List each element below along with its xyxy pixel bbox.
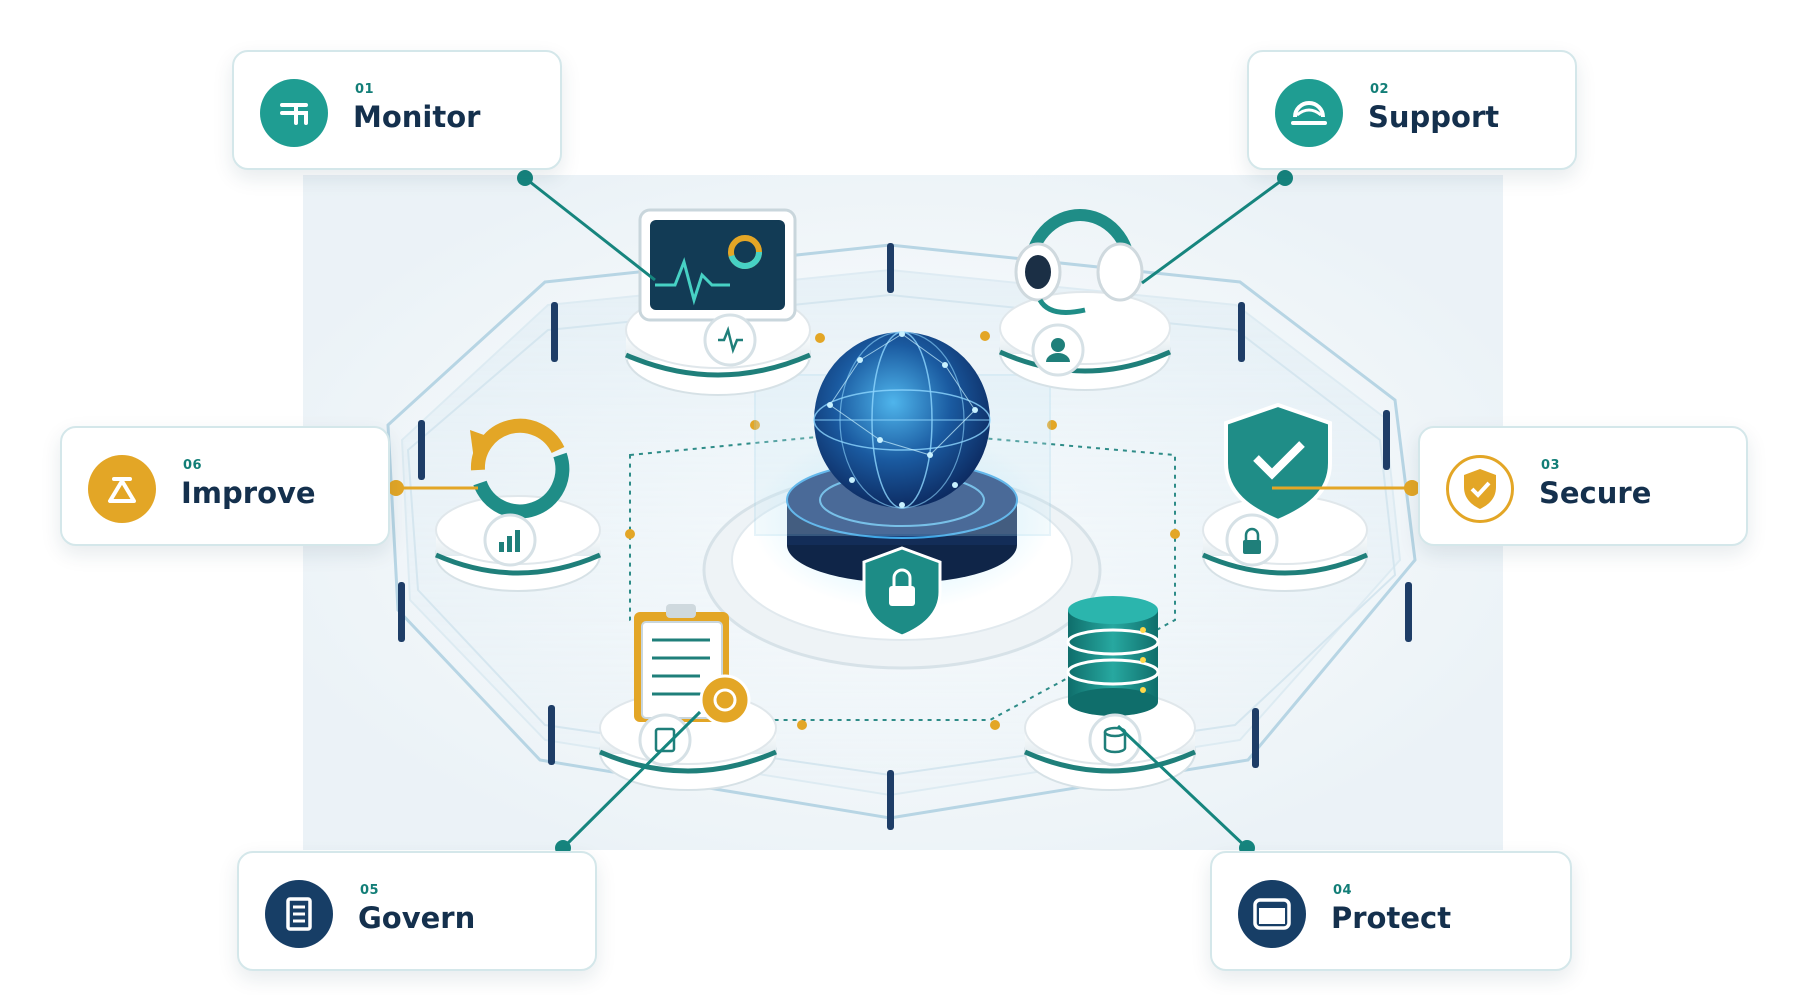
padlock-shield-icon [862,546,942,638]
step-label: Monitor [353,100,481,134]
server-icon [1238,880,1306,948]
step-number: 04 [1333,883,1353,898]
headset-icon [1275,79,1343,147]
step-number: 03 [1541,458,1561,473]
step-label: Govern [358,901,476,935]
shield-check-icon [1446,455,1514,523]
pod-protect [1023,596,1197,791]
step-number: 06 [183,458,203,473]
step-number: 02 [1370,82,1390,97]
pod-govern [599,604,777,791]
step-label: Improve [181,476,316,510]
step-card-secure: 03 Secure [1418,426,1748,546]
pod-improve [434,418,602,592]
step-number: 05 [360,883,380,898]
step-label: Protect [1331,901,1452,935]
pod-monitor [625,208,811,396]
pod-support [998,209,1172,391]
step-number: 01 [355,82,375,97]
step-label: Support [1368,100,1500,134]
cycle-icon [88,455,156,523]
pulse-monitor-icon [260,79,328,147]
step-card-protect: 04 Protect [1210,851,1572,971]
step-label: Secure [1539,476,1652,510]
globe-network-icon [813,331,991,509]
step-card-support: 02 Support [1247,50,1577,170]
pod-secure [1201,402,1369,592]
fence-posts [398,243,1412,830]
step-card-govern: 05 Govern [237,851,597,971]
step-card-monitor: 01 Monitor [232,50,562,170]
network-nodes [625,331,1180,730]
document-icon [265,880,333,948]
step-card-improve: 06 Improve [60,426,390,546]
